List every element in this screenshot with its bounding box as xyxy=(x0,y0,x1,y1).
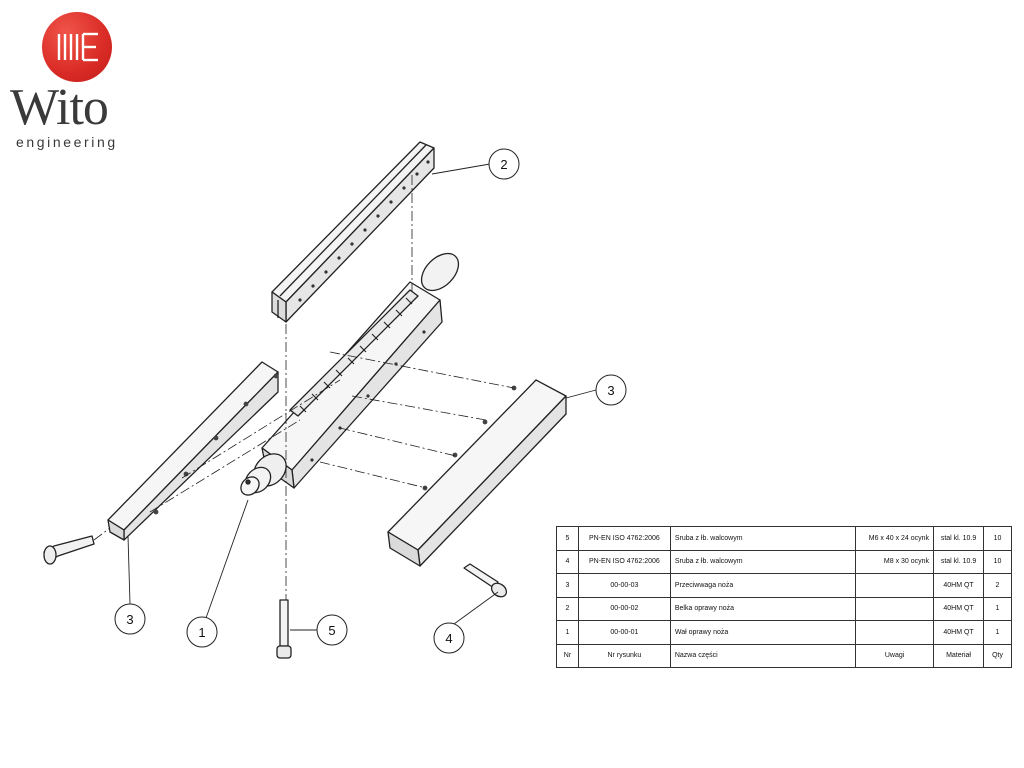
balloon-part-2: 2 xyxy=(488,148,520,180)
balloon-part-4: 4 xyxy=(433,622,465,654)
part-3-counterweight-left xyxy=(107,361,279,541)
cell-notes xyxy=(855,573,935,598)
header-notes: Uwagi xyxy=(855,643,935,668)
part-3-counterweight-right xyxy=(387,379,567,567)
cell-qty: 10 xyxy=(983,526,1012,551)
cell-nr: 1 xyxy=(556,620,579,645)
cell-notes: M6 x 40 x 24 ocynk xyxy=(855,526,935,551)
balloon-part-1: 1 xyxy=(186,616,218,648)
cell-material: 40HM QT xyxy=(933,596,985,621)
cell-material: stal kl. 10.9 xyxy=(933,549,985,574)
cell-part-name: Belka oprawy noża xyxy=(669,596,857,621)
part-5-bolt-vertical xyxy=(276,599,292,659)
cell-material: 40HM QT xyxy=(933,620,985,645)
cell-part-name: Sruba z łb. walcowym xyxy=(669,549,857,574)
assembly-lines xyxy=(93,175,515,600)
table-row: 1 00-00-01 Wał oprawy noża 40HM QT 1 xyxy=(556,620,1012,645)
part-2-blade-holder-beam xyxy=(271,141,435,323)
table-row: 5 PN-EN ISO 4762:2006 Sruba z łb. walcow… xyxy=(556,526,1012,551)
cell-qty: 2 xyxy=(983,573,1012,598)
header-qty: Qty xyxy=(983,643,1012,668)
cell-drawing-no: 00-00-02 xyxy=(577,596,671,621)
company-logo: Wito engineering xyxy=(8,8,138,150)
table-row: 2 00-00-02 Belka oprawy noża 40HM QT 1 xyxy=(556,596,1012,621)
header-nr: Nr xyxy=(556,643,579,668)
cell-nr: 4 xyxy=(556,549,579,574)
logo-subtitle: engineering xyxy=(16,134,118,150)
cell-qty: 10 xyxy=(983,549,1012,574)
cell-part-name: Przeciwwaga noża xyxy=(669,573,857,598)
cell-notes xyxy=(855,620,935,645)
cell-qty: 1 xyxy=(983,596,1012,621)
cell-drawing-no: PN-EN ISO 4762:2006 xyxy=(577,526,671,551)
svg-text:3: 3 xyxy=(126,612,133,627)
header-part-name: Nazwa części xyxy=(669,643,857,668)
balloon-part-5: 5 xyxy=(316,614,348,646)
balloon-part-3-left: 3 xyxy=(114,603,146,635)
cell-nr: 2 xyxy=(556,596,579,621)
logo-mark-icon xyxy=(57,32,98,62)
table-row: 4 PN-EN ISO 4762:2006 Sruba z łb. walcow… xyxy=(556,549,1012,574)
svg-text:2: 2 xyxy=(500,157,507,172)
balloon-part-3-right: 3 xyxy=(595,374,627,406)
logo-badge xyxy=(42,12,112,82)
cell-drawing-no: PN-EN ISO 4762:2006 xyxy=(577,549,671,574)
cell-qty: 1 xyxy=(983,620,1012,645)
leader-lines xyxy=(127,163,597,631)
cell-nr: 3 xyxy=(556,573,579,598)
part-4-bolt-diagonal xyxy=(463,563,508,598)
cell-nr: 5 xyxy=(556,526,579,551)
table-row: 3 00-00-03 Przeciwwaga noża 40HM QT 2 xyxy=(556,573,1012,598)
cell-notes: M8 x 30 ocynk xyxy=(855,549,935,574)
cell-material: stal kl. 10.9 xyxy=(933,526,985,551)
cell-drawing-no: 00-00-01 xyxy=(577,620,671,645)
logo-name: Wito xyxy=(10,79,109,136)
header-material: Materiał xyxy=(933,643,985,668)
cell-material: 40HM QT xyxy=(933,573,985,598)
bill-of-materials-table: 5 PN-EN ISO 4762:2006 Sruba z łb. walcow… xyxy=(556,526,1012,668)
svg-text:5: 5 xyxy=(328,623,335,638)
header-drawing-no: Nr rysunku xyxy=(577,643,671,668)
cell-part-name: Wał oprawy noża xyxy=(669,620,857,645)
cell-notes xyxy=(855,596,935,621)
cell-part-name: Sruba z łb. walcowym xyxy=(669,526,857,551)
cell-drawing-no: 00-00-03 xyxy=(577,573,671,598)
svg-text:3: 3 xyxy=(607,383,614,398)
bolt-left xyxy=(43,535,95,565)
svg-text:4: 4 xyxy=(445,631,452,646)
svg-text:1: 1 xyxy=(198,625,205,640)
table-header-row: Nr Nr rysunku Nazwa części Uwagi Materia… xyxy=(556,643,1012,668)
